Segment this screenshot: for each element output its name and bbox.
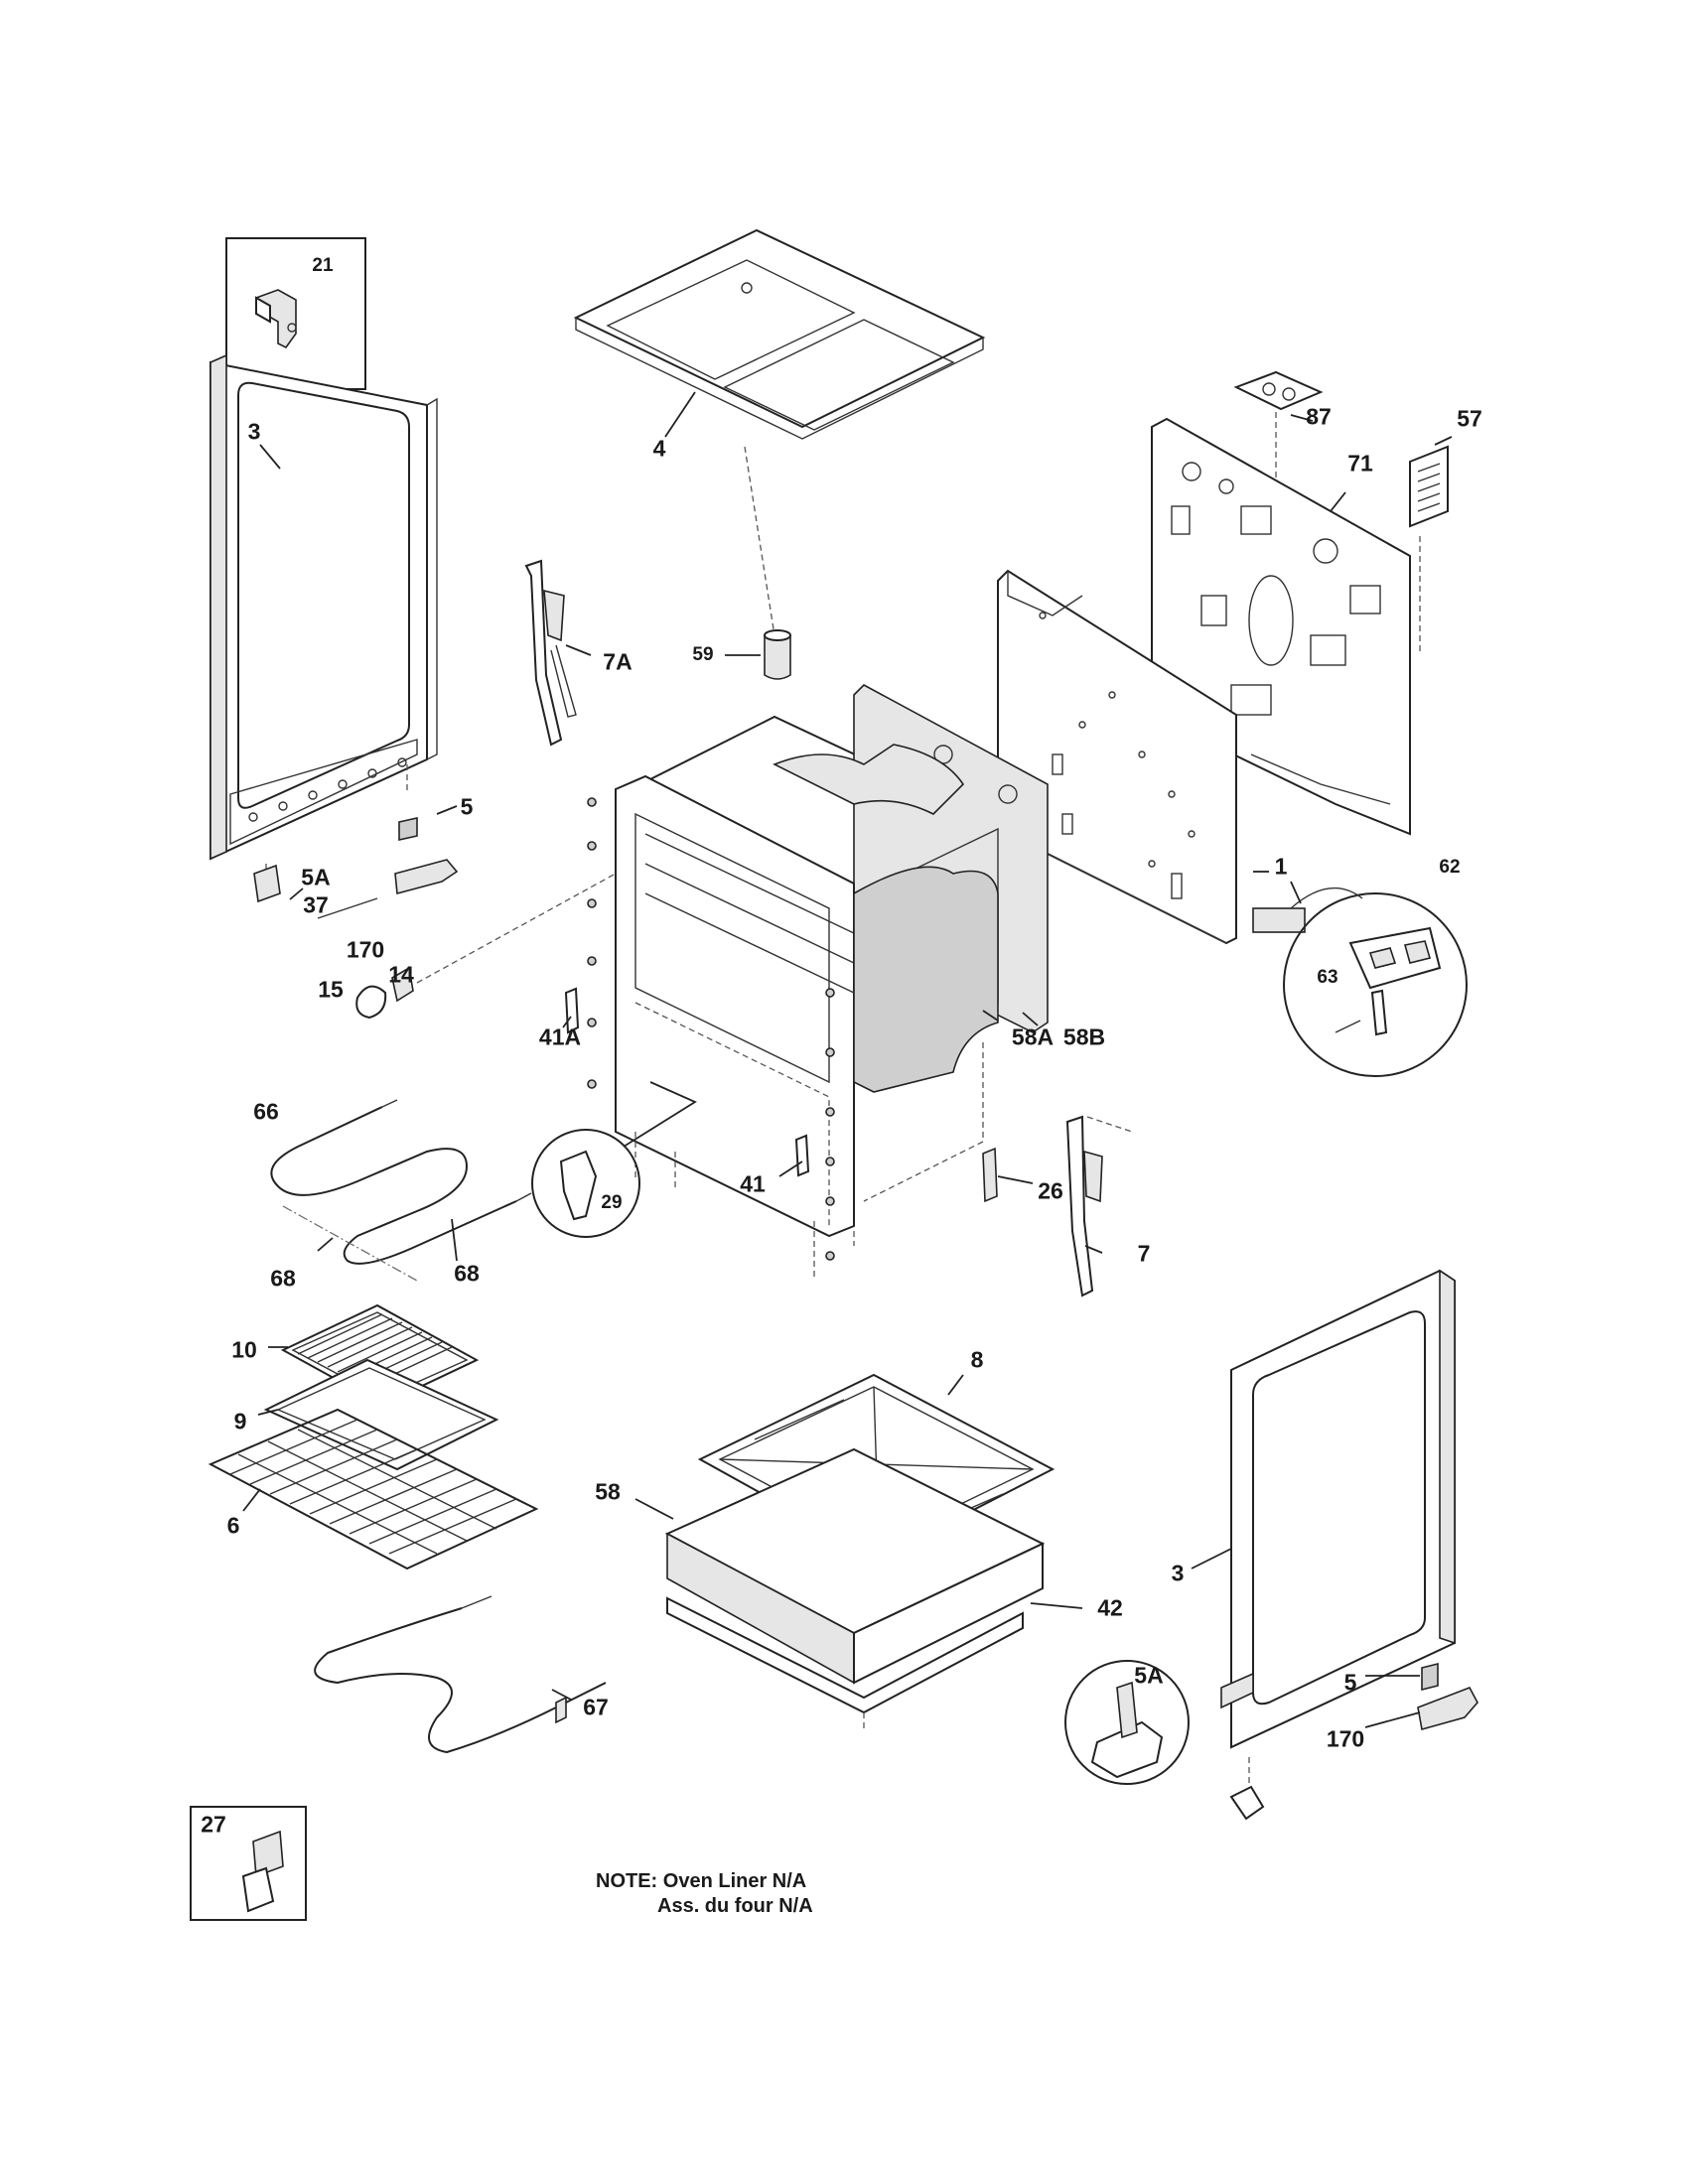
part-62-63-inset xyxy=(1252,887,1468,1077)
callout-66: 66 xyxy=(253,1098,279,1125)
callout-62: 62 xyxy=(1439,857,1461,878)
brackets-41A-41-26-7 xyxy=(564,987,1133,1297)
callout-5A-right: 5A xyxy=(1134,1662,1164,1689)
note-line-2: Ass. du four N/A xyxy=(657,1895,813,1917)
callout-5A-left: 5A xyxy=(301,864,331,890)
part-29-inset xyxy=(531,1081,697,1238)
part-27-inset xyxy=(190,1806,307,1921)
part-67-bake-element xyxy=(314,1595,607,1754)
oven-cavity-assembly xyxy=(587,684,1049,1281)
callout-14: 14 xyxy=(388,961,414,988)
callout-63: 63 xyxy=(1317,967,1338,988)
callout-7: 7 xyxy=(1137,1240,1151,1267)
callout-68-left: 68 xyxy=(270,1265,296,1292)
part-6-oven-rack xyxy=(208,1408,539,1570)
callout-42: 42 xyxy=(1097,1594,1123,1621)
callout-170-left: 170 xyxy=(346,936,385,963)
callout-58B: 58B xyxy=(1062,1024,1106,1050)
callout-21: 21 xyxy=(312,255,334,276)
part-59 xyxy=(744,446,791,680)
callout-4: 4 xyxy=(652,435,666,462)
part-57 xyxy=(1409,445,1449,655)
callout-7A: 7A xyxy=(603,648,633,675)
part-4-top-panel xyxy=(573,228,986,440)
callout-3-right: 3 xyxy=(1171,1560,1185,1586)
callout-3-left: 3 xyxy=(247,418,261,445)
callout-8: 8 xyxy=(970,1346,984,1373)
callout-9: 9 xyxy=(233,1408,247,1434)
callout-57: 57 xyxy=(1457,405,1482,432)
note-line-1: NOTE: Oven Liner N/A xyxy=(596,1870,807,1892)
callout-68-right: 68 xyxy=(454,1260,480,1287)
left-small-parts xyxy=(253,817,617,1020)
part-21-inset xyxy=(225,237,366,390)
part-10-9-broiler-pan xyxy=(263,1303,499,1471)
callout-41A: 41A xyxy=(538,1024,582,1050)
callout-15: 15 xyxy=(318,976,344,1003)
part-3-right-side-panel xyxy=(1220,1269,1456,1787)
callout-58A: 58A xyxy=(1011,1024,1055,1050)
callout-5-right: 5 xyxy=(1343,1669,1357,1696)
callout-26: 26 xyxy=(1038,1177,1063,1204)
callout-71: 71 xyxy=(1347,450,1373,477)
callout-58: 58 xyxy=(595,1478,621,1505)
callout-6: 6 xyxy=(226,1512,240,1539)
part-3-left-side-panel xyxy=(210,353,438,893)
right-small-parts xyxy=(1417,1662,1478,1731)
callout-87: 87 xyxy=(1306,403,1332,430)
callout-170-right: 170 xyxy=(1326,1725,1365,1752)
leader-lines xyxy=(242,391,1453,1728)
part-8-58-42-drawer xyxy=(664,1373,1055,1732)
callout-1: 1 xyxy=(1274,853,1288,880)
callout-10: 10 xyxy=(231,1336,257,1363)
part-7A-hinge xyxy=(524,559,577,747)
part-5A-inset-bottom xyxy=(1064,1660,1265,1821)
callout-29: 29 xyxy=(601,1192,623,1213)
part-66-broil-element xyxy=(270,1099,532,1282)
callout-5-left: 5 xyxy=(460,793,474,820)
callout-41: 41 xyxy=(740,1170,766,1197)
callout-27: 27 xyxy=(201,1811,226,1838)
callout-37: 37 xyxy=(303,891,329,918)
callout-59: 59 xyxy=(692,644,714,665)
callout-67: 67 xyxy=(583,1694,609,1720)
